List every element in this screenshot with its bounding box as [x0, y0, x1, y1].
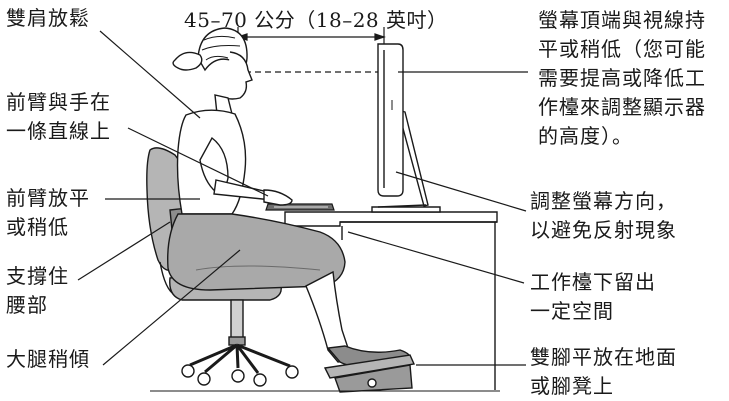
leader-forearm-hand [127, 127, 269, 197]
label-lower-back: 支撐住 腰部 [6, 264, 69, 317]
footrest [323, 354, 416, 393]
leader-monitor-angle [395, 171, 527, 212]
label-thighs: 大腿稍傾 [6, 347, 90, 371]
leader-shoulders [99, 30, 201, 119]
label-monitor-top: 螢幕頂端與視線持 平或稍低（您可能 需要提高或降低工 作檯來調整顯示器 的高度）… [538, 8, 706, 148]
label-forearm-hand: 前臂與手在 一條直線上 [6, 90, 111, 143]
leader-lower-back [77, 221, 171, 281]
leader-clearance [347, 231, 525, 284]
label-clearance: 工作檯下留出 一定空間 [530, 270, 656, 323]
label-monitor-angle: 調整螢幕方向， 以避免反射現象 [530, 189, 677, 242]
monitor [371, 43, 441, 213]
person [167, 27, 411, 368]
label-shoulders: 雙肩放鬆 [6, 6, 90, 30]
leader-thighs [102, 249, 241, 366]
measurement-label: 45–70 公分（18–28 英吋） [184, 8, 448, 32]
leader-lines [77, 30, 528, 366]
label-forearm-level: 前臂放平 或稍低 [6, 186, 90, 239]
label-feet: 雙腳平放在地面 或腳凳上 [530, 345, 677, 398]
